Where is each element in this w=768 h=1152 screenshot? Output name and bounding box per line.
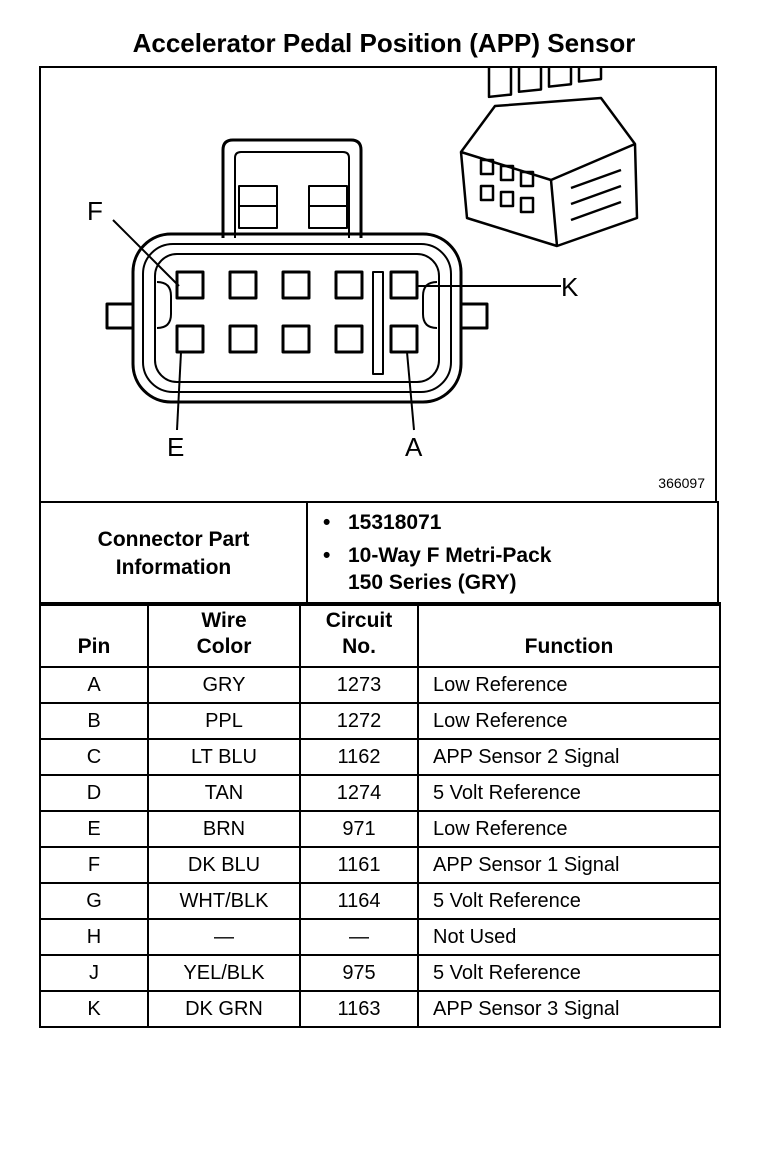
key-slot [372,271,384,375]
connector-info-label-line2: Information [115,555,232,579]
part-number: 15318071 [323,509,707,536]
header-pin: Pin [39,602,149,668]
wire-color-cell: BRN [147,810,301,848]
table-row: E BRN 971 Low Reference [39,810,721,848]
pin-cell: E [39,810,149,848]
cavity-f [175,270,205,300]
connector-part-info: Connector Part Information 15318071 10-W… [39,501,719,606]
function-cell: APP Sensor 1 Signal [417,846,721,884]
pin-cell: K [39,990,149,1028]
pin-cell: A [39,666,149,704]
table-row: H — — Not Used [39,918,721,956]
figure-number: 366097 [658,475,705,491]
right-ear [459,302,489,330]
function-cell: Low Reference [417,810,721,848]
connector-diagram-panel: F K E A 366097 [39,66,717,502]
pin-cell: D [39,774,149,812]
table-row: J YEL/BLK 975 5 Volt Reference [39,954,721,992]
connector-info-label-line1: Connector Part [97,527,250,551]
table-row: D TAN 1274 5 Volt Reference [39,774,721,812]
function-cell: Low Reference [417,702,721,740]
function-cell: Low Reference [417,666,721,704]
circuit-cell: 1272 [299,702,419,740]
pin-cell: F [39,846,149,884]
cavity-a [389,324,419,354]
cavity-e [175,324,205,354]
cavity-d [228,324,258,354]
pin-cell: H [39,918,149,956]
circuit-cell: — [299,918,419,956]
cavity-b [334,324,364,354]
pin-cell: J [39,954,149,992]
function-cell: APP Sensor 2 Signal [417,738,721,776]
callout-e: E [167,432,185,462]
table-row: G WHT/BLK 1164 5 Volt Reference [39,882,721,920]
function-cell: 5 Volt Reference [417,774,721,812]
circuit-cell: 1274 [299,774,419,812]
function-cell: APP Sensor 3 Signal [417,990,721,1028]
pin-cell: G [39,882,149,920]
wire-color-cell: — [147,918,301,956]
pin-cell: B [39,702,149,740]
circuit-cell: 1273 [299,666,419,704]
connector-type-line1: 10-Way F Metri-Pack [323,542,707,569]
table-row: C LT BLU 1162 APP Sensor 2 Signal [39,738,721,776]
wire-color-cell: LT BLU [147,738,301,776]
circuit-cell: 971 [299,810,419,848]
cavity-k [389,270,419,300]
callout-f: F [87,196,103,226]
circuit-cell: 1163 [299,990,419,1028]
circuit-cell: 1164 [299,882,419,920]
connector-type-line2: 150 Series (GRY) [348,571,517,594]
diagram-title: Accelerator Pedal Position (APP) Sensor [132,28,636,58]
header-function: Function [417,602,721,668]
circuit-cell: 1161 [299,846,419,884]
locking-tab [221,138,363,238]
wire-color-cell: WHT/BLK [147,882,301,920]
cavity-g [228,270,258,300]
cavity-j [334,270,364,300]
function-cell: 5 Volt Reference [417,882,721,920]
function-cell: Not Used [417,918,721,956]
connector-housing [131,232,463,404]
table-row: F DK BLU 1161 APP Sensor 1 Signal [39,846,721,884]
function-cell: 5 Volt Reference [417,954,721,992]
table-row: K DK GRN 1163 APP Sensor 3 Signal [39,990,721,1028]
wire-color-cell: TAN [147,774,301,812]
wire-color-cell: GRY [147,666,301,704]
wire-color-cell: DK GRN [147,990,301,1028]
circuit-cell: 975 [299,954,419,992]
connector-face-drawing [105,68,639,431]
cavity-c [281,324,311,354]
connector-info-label: Connector Part Information [39,501,308,606]
wire-color-cell: DK BLU [147,846,301,884]
wire-color-cell: YEL/BLK [147,954,301,992]
callout-k: K [561,272,579,302]
pin-cell: C [39,738,149,776]
connector-info-values: 15318071 10-Way F Metri-Pack 150 Series … [306,501,719,606]
left-ear [105,302,135,330]
circuit-cell: 1162 [299,738,419,776]
leader-f [112,219,180,287]
cavity-h [281,270,311,300]
wire-color-cell: PPL [147,702,301,740]
table-row: B PPL 1272 Low Reference [39,702,721,740]
table-row: A GRY 1273 Low Reference [39,666,721,704]
connector-isometric-view [459,68,639,248]
callout-a: A [405,432,423,462]
leader-e [176,351,182,431]
leader-a [406,351,415,431]
